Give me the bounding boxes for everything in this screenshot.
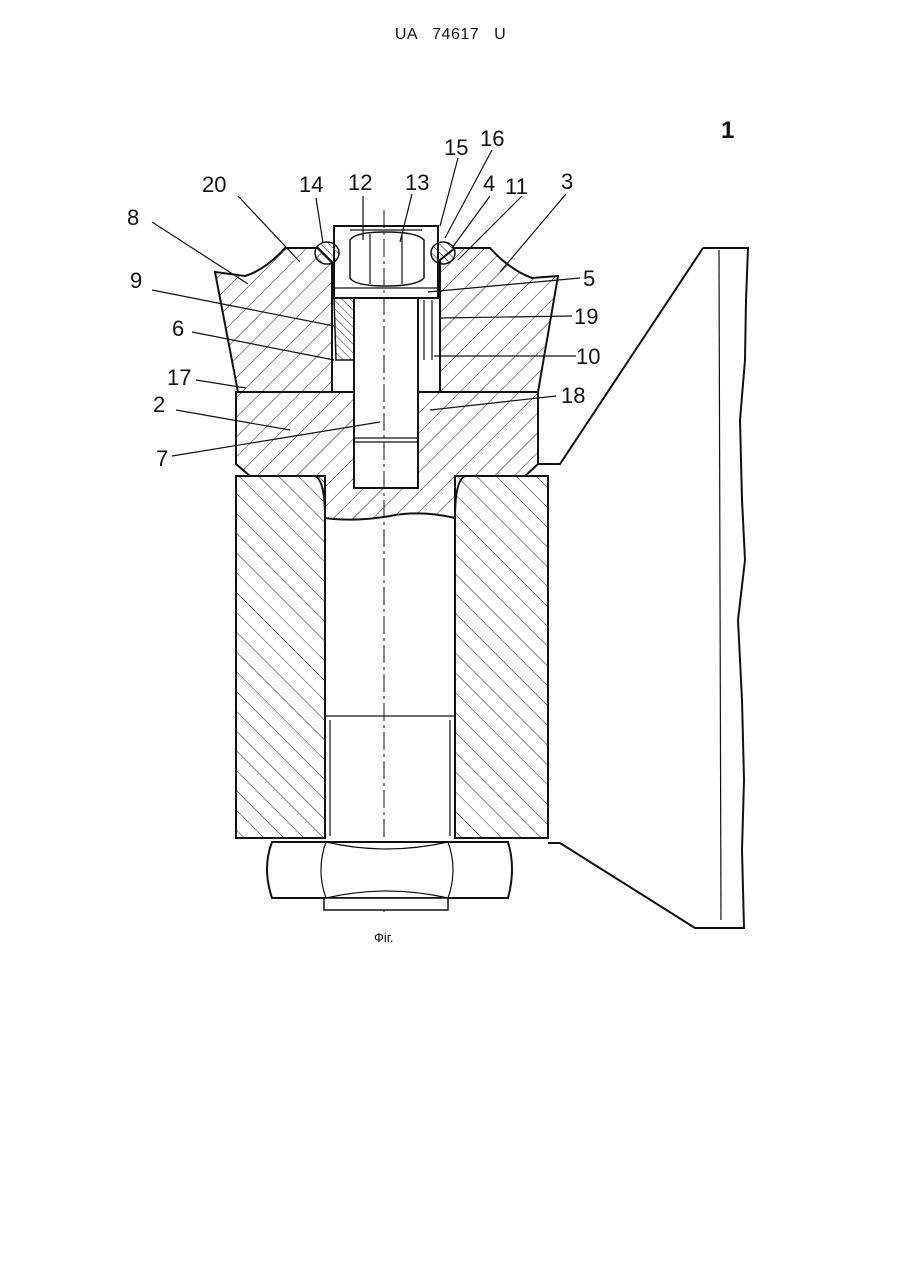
label-7: 7 bbox=[156, 446, 168, 471]
label-3: 3 bbox=[561, 169, 573, 194]
label-13: 13 bbox=[405, 170, 429, 195]
label-18: 18 bbox=[561, 383, 585, 408]
label-2: 2 bbox=[153, 392, 165, 417]
bolt-head bbox=[334, 226, 438, 298]
label-8: 8 bbox=[127, 205, 139, 230]
label-20: 20 bbox=[202, 172, 226, 197]
lower-bore bbox=[325, 716, 455, 836]
label-12: 12 bbox=[348, 170, 372, 195]
label-15: 15 bbox=[444, 135, 468, 160]
label-4: 4 bbox=[483, 171, 495, 196]
label-6: 6 bbox=[172, 316, 184, 341]
hex-nut bbox=[267, 842, 512, 910]
frame-part-1 bbox=[538, 248, 748, 928]
label-9: 9 bbox=[130, 268, 142, 293]
label-5: 5 bbox=[583, 266, 595, 291]
label-19: 19 bbox=[574, 304, 598, 329]
insert-part-6 bbox=[334, 298, 354, 360]
lower-body-left bbox=[236, 476, 325, 838]
lower-body-right bbox=[455, 476, 548, 838]
label-11: 11 bbox=[505, 174, 528, 199]
label-17: 17 bbox=[167, 365, 191, 390]
label-14: 14 bbox=[299, 172, 323, 197]
label-16: 16 bbox=[480, 126, 504, 151]
label-1: 1 bbox=[721, 117, 734, 144]
label-10: 10 bbox=[576, 344, 600, 369]
figure-caption: Фіг. bbox=[374, 930, 394, 945]
